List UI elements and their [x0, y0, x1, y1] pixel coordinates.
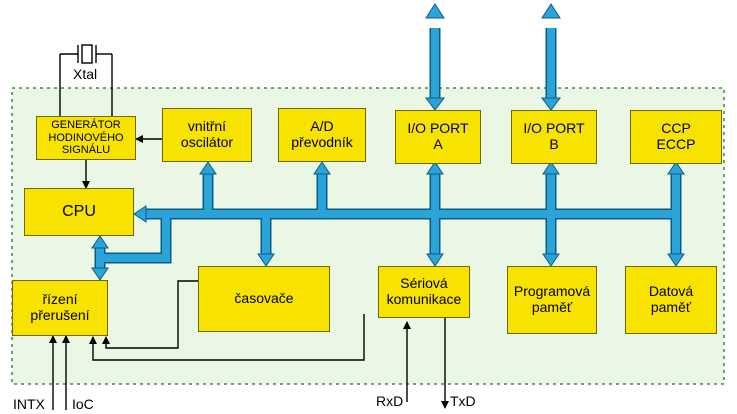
serial-communication-label: Sériová komunikace	[386, 275, 462, 307]
io-port-a-label: I/O PORT A	[407, 120, 469, 152]
io-port-b-label: I/O PORT B	[523, 120, 585, 152]
pin-label-intx: INTX	[13, 396, 45, 412]
data-memory-block: Datová paměť	[625, 266, 717, 334]
io-port-b-block: I/O PORT B	[511, 110, 597, 164]
program-memory-block: Programová paměť	[507, 266, 597, 334]
cpu-block: CPU	[24, 188, 134, 236]
clock-generator-label: GENERÁTOR HODINOVÉHO SIGNÁLU	[48, 118, 124, 157]
interrupt-control-label: řízení přerušení	[30, 291, 90, 323]
io-port-a-block: I/O PORT A	[395, 110, 481, 164]
clock-generator-block: GENERÁTOR HODINOVÉHO SIGNÁLU	[36, 116, 136, 160]
pin-label-txd: TxD	[450, 393, 476, 409]
crystal-label: Xtal	[73, 66, 98, 82]
crystal-icon	[59, 44, 113, 116]
pin-label-ioc: IoC	[72, 396, 94, 412]
pin-label-rxd: RxD	[376, 393, 404, 409]
data-bus	[91, 3, 685, 281]
signal-wires	[49, 135, 449, 410]
serial-communication-block: Sériová komunikace	[378, 266, 470, 318]
data-memory-label: Datová paměť	[648, 283, 694, 315]
ccp-eccp-label: CCP ECCP	[656, 120, 696, 152]
ccp-eccp-block: CCP ECCP	[630, 110, 722, 164]
cpu-label: CPU	[62, 203, 96, 221]
program-memory-label: Programová paměť	[513, 283, 591, 315]
adc-label: A/D převodník	[291, 118, 353, 150]
timers-label: časovače	[234, 290, 294, 307]
internal-oscillator-block: vnitřní oscilátor	[162, 108, 252, 162]
interrupt-control-block: řízení přerušení	[12, 280, 108, 336]
internal-oscillator-label: vnitřní oscilátor	[180, 118, 234, 150]
timers-block: časovače	[198, 266, 330, 332]
adc-block: A/D převodník	[278, 108, 366, 162]
